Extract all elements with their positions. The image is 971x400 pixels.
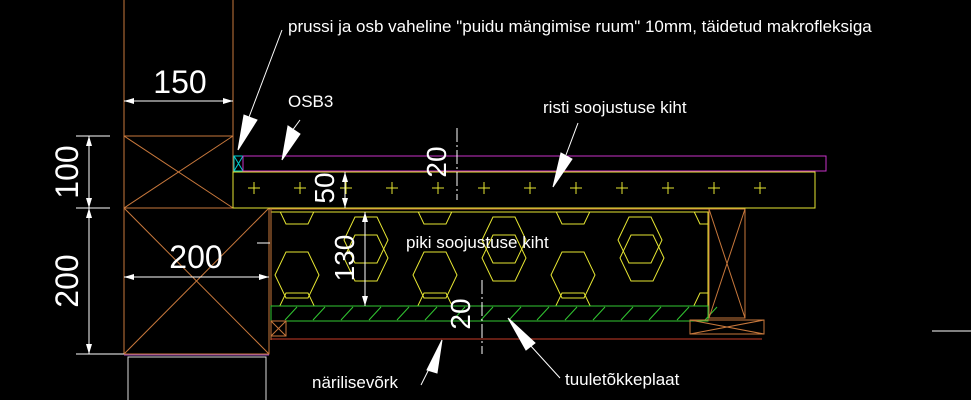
- hex-cell: [693, 212, 708, 225]
- plus-mark: [708, 182, 720, 194]
- plus-mark: [294, 182, 306, 194]
- hatch-line: [284, 306, 298, 321]
- small-batten: [270, 320, 287, 337]
- dim-130-label: 130: [329, 235, 360, 282]
- hex-cell: [619, 234, 665, 282]
- label-rodent-mesh: närilisevõrk: [312, 373, 398, 392]
- hex-cell: [481, 234, 527, 282]
- plus-mark: [754, 182, 766, 194]
- plus-mark: [340, 182, 352, 194]
- insulation-hex-pattern: [274, 212, 802, 306]
- insulation-cross-marks: [248, 182, 766, 194]
- hex-cell: [343, 216, 389, 264]
- upper-stud: [123, 0, 234, 209]
- hex-cell: [279, 212, 315, 225]
- hatch-line: [508, 306, 522, 321]
- plus-mark: [478, 182, 490, 194]
- right-stud: [708, 208, 746, 319]
- leader-arrow-gap-note: [237, 114, 258, 151]
- plus-mark: [432, 182, 444, 194]
- hex-cell: [481, 216, 527, 264]
- plus-mark: [524, 182, 536, 194]
- hex-cell: [279, 292, 315, 306]
- hatch-line: [648, 306, 662, 321]
- hatch-line: [424, 306, 438, 321]
- hex-cell: [550, 251, 596, 299]
- plus-mark: [248, 182, 260, 194]
- hatch-line: [676, 306, 690, 321]
- leader-gap-note: [245, 29, 283, 126]
- hatch-line: [564, 306, 578, 321]
- lower-beam: [123, 207, 270, 355]
- dim-150-label: 150: [153, 64, 206, 100]
- hatch-line: [480, 306, 494, 321]
- hex-group: [274, 212, 802, 306]
- hatch-line: [536, 306, 550, 321]
- hex-cell: [758, 235, 802, 281]
- foundation-block: [127, 356, 267, 400]
- leader-arrow-osb: [281, 125, 301, 161]
- dim-200-horizontal-label: 200: [169, 239, 222, 275]
- dim-50-label: 50: [309, 172, 340, 203]
- dim-200-vertical-label: 200: [49, 254, 85, 307]
- hex-cell: [693, 292, 708, 306]
- hatch-line: [368, 306, 382, 321]
- label-wind-barrier: tuuletõkkeplaat: [565, 370, 680, 389]
- right-batten: [689, 319, 765, 335]
- leader-arrow-rodent-mesh: [426, 339, 443, 374]
- label-osb: OSB3: [288, 92, 333, 111]
- hex-cell: [555, 212, 591, 225]
- plus-mark: [570, 182, 582, 194]
- hex-cell: [417, 212, 453, 225]
- wind-barrier-board: [270, 305, 718, 322]
- hatch-line: [592, 306, 606, 321]
- hatch-line: [620, 306, 634, 321]
- hatch-line: [340, 306, 354, 321]
- hex-cell: [555, 292, 591, 306]
- label-gap-note: prussi ja osb vaheline "puidu mängimise …: [288, 17, 872, 36]
- hatch-line: [312, 306, 326, 321]
- hex-cell: [274, 251, 320, 299]
- cross-insulation-layer: [232, 171, 816, 209]
- leader-arrow-wind-barrier: [507, 317, 536, 351]
- osb-board: [242, 155, 827, 172]
- hatch-line: [452, 306, 466, 321]
- hatch-line: [396, 306, 410, 321]
- plus-mark: [386, 182, 398, 194]
- dim-20-top-label: 20: [421, 146, 452, 177]
- plus-mark: [662, 182, 674, 194]
- hex-cell: [617, 216, 663, 264]
- leader-arrow-cross-insulation: [552, 152, 573, 188]
- hex-cell: [412, 251, 458, 299]
- label-cross-insulation: risti soojustuse kiht: [543, 98, 687, 117]
- hex-cell: [417, 292, 453, 306]
- dim-100-label: 100: [49, 145, 85, 198]
- dim-20-bottom-label: 20: [445, 298, 476, 329]
- label-long-insulation: piki soojustuse kiht: [406, 233, 549, 252]
- gap-fill-block: [233, 155, 244, 172]
- plus-mark: [616, 182, 628, 194]
- hex-cell: [343, 234, 389, 282]
